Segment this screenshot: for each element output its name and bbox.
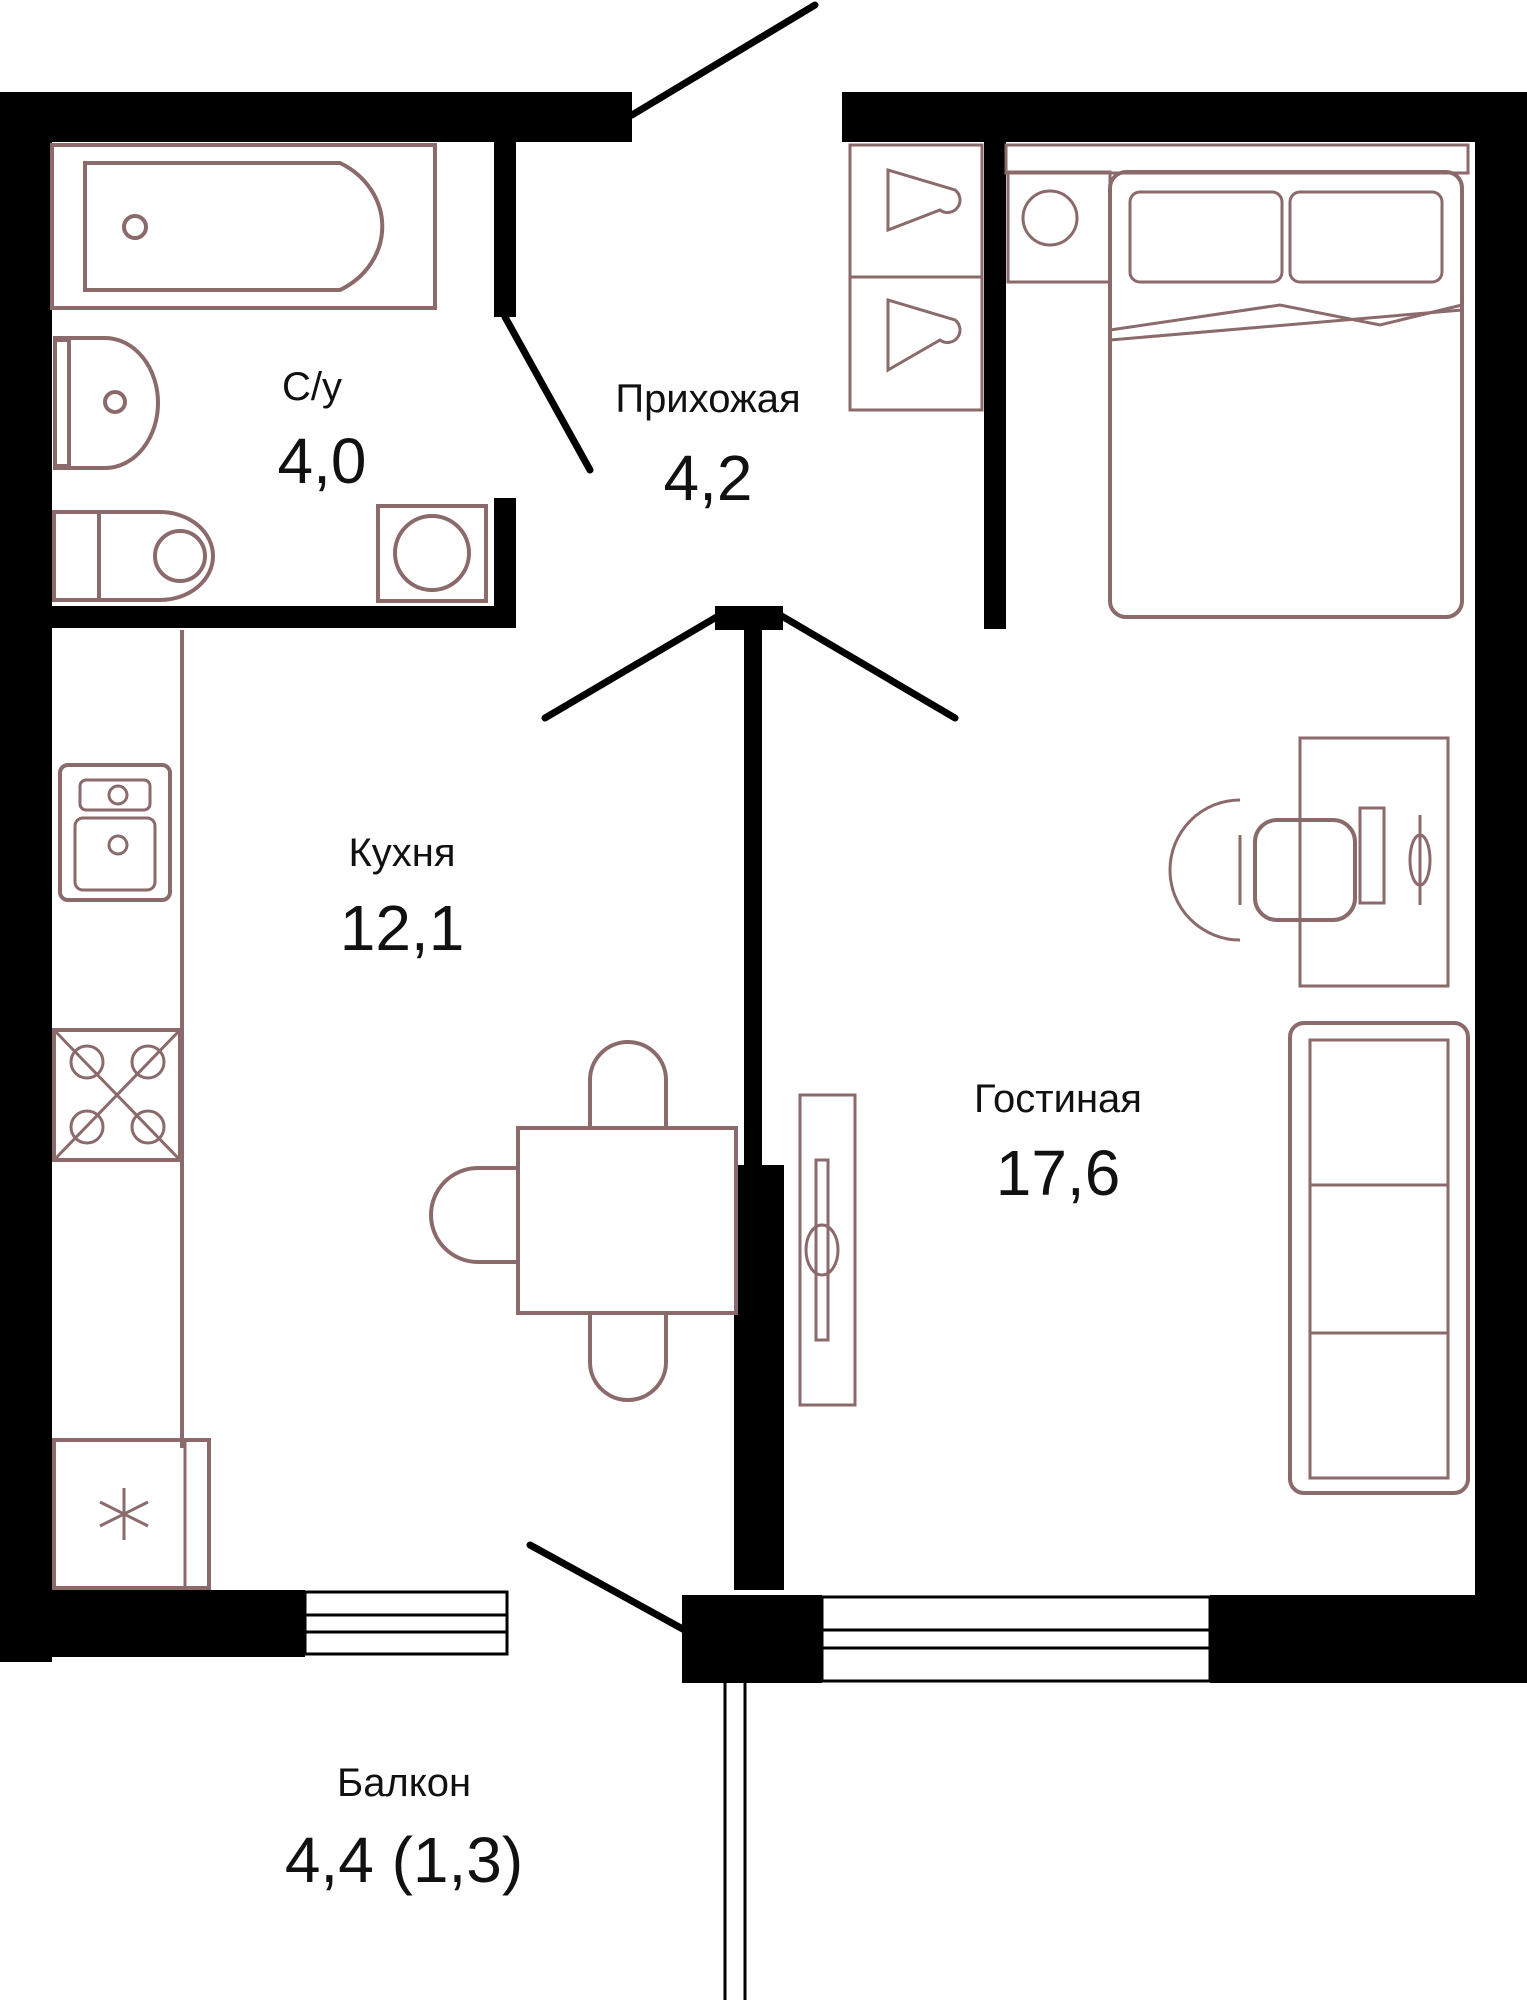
monitor-icon xyxy=(1358,806,1432,905)
wall-bottom-left xyxy=(0,1590,305,1657)
wall-kitchen-living-thin xyxy=(744,610,762,1170)
nightstand-icon xyxy=(1006,170,1112,284)
window-living xyxy=(820,1595,1212,1683)
sink-icon xyxy=(53,336,160,470)
balcony-railing xyxy=(723,1683,747,2000)
wall-bath-bottom xyxy=(52,606,516,628)
wall-bottom-center xyxy=(682,1595,822,1683)
wall-left xyxy=(0,92,52,1662)
hallway-name: Прихожая xyxy=(615,377,800,421)
wall-bottom-right xyxy=(1210,1595,1527,1683)
window-kitchen xyxy=(303,1590,509,1656)
label-balcony: Балкон 4,4 (1,3) xyxy=(285,1761,523,1896)
label-livingroom: Гостиная 17,6 xyxy=(974,1077,1142,1209)
sofa-icon xyxy=(1288,1021,1470,1495)
bed-icon xyxy=(1004,143,1470,619)
dining-table-icon xyxy=(429,1040,738,1402)
chair-icon xyxy=(1168,798,1357,942)
doors xyxy=(501,1,959,1637)
desk-icon xyxy=(1298,736,1450,988)
label-hallway: Прихожая 4,2 xyxy=(615,377,800,514)
balcony-door xyxy=(526,1541,694,1637)
kitchen-area: 12,1 xyxy=(340,892,465,964)
tv-icon xyxy=(798,1093,857,1407)
label-bathroom: С/у 4,0 xyxy=(278,365,367,497)
toilet-icon xyxy=(52,510,215,602)
windows xyxy=(303,1590,1212,2000)
kitchen-name: Кухня xyxy=(348,831,455,875)
door-jamb-top xyxy=(715,606,783,630)
entrance-door xyxy=(628,1,819,119)
wall-kitchen-living-thick xyxy=(734,1165,784,1590)
livingroom-name: Гостиная xyxy=(974,1077,1142,1121)
wall-top-right xyxy=(842,92,1527,142)
hallway-area: 4,2 xyxy=(664,442,753,514)
washing-machine-icon xyxy=(376,504,488,603)
wall-bath-hall-lower xyxy=(494,498,516,628)
livingroom-area: 17,6 xyxy=(996,1137,1121,1209)
bathroom-name: С/у xyxy=(282,365,342,409)
bathtub-icon xyxy=(50,143,437,310)
wall-hall-living xyxy=(984,142,1006,629)
wall-top-left xyxy=(0,92,632,142)
balcony-area: 4,4 (1,3) xyxy=(285,1824,523,1896)
fridge-icon xyxy=(52,1438,211,1590)
wall-right xyxy=(1475,92,1527,1682)
kitchen-sink-icon xyxy=(58,763,172,902)
bathroom-door xyxy=(501,313,594,474)
bathroom-area: 4,0 xyxy=(278,425,367,497)
living-door xyxy=(776,611,959,722)
hob-icon xyxy=(52,1028,182,1162)
balcony-name: Балкон xyxy=(337,1761,471,1805)
label-kitchen: Кухня 12,1 xyxy=(340,831,465,964)
wall-bath-hall-upper xyxy=(494,142,516,317)
wardrobe-icon xyxy=(848,143,984,412)
walls xyxy=(0,92,1527,1683)
kitchen-door xyxy=(541,611,724,722)
